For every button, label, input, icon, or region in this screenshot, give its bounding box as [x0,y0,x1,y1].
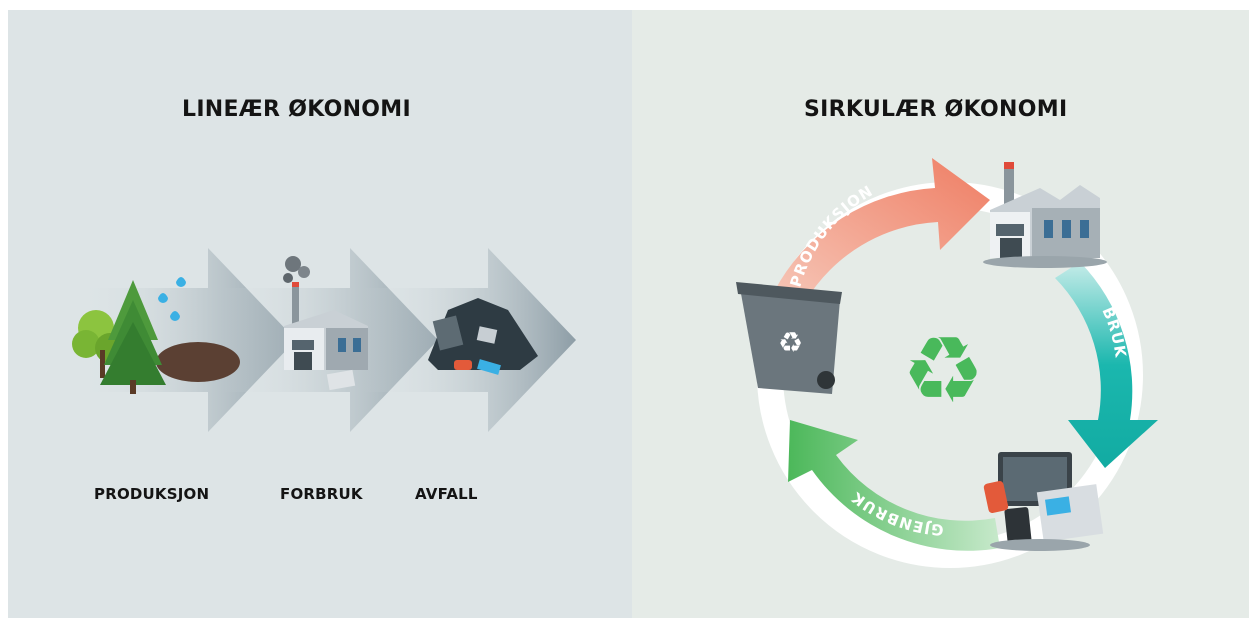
trees-icon [72,277,240,394]
linear-step-forbruk: FORBRUK [280,485,363,503]
recycling-bin-icon: ♻ [736,282,842,394]
devices-icon [983,452,1104,551]
linear-arrows-illustration [72,248,576,432]
circular-economy-title: SIRKULÆR ØKONOMI [804,97,1068,122]
linear-economy-title: LINEÆR ØKONOMI [182,97,411,122]
circular-cycle-illustration: PRODUKSJON BRUK GJENBRUK ♻ ♻ [736,158,1158,568]
factory-icon [983,162,1107,268]
factory-icon [283,256,368,391]
linear-step-produksjon: PRODUKSJON [94,485,210,503]
linear-step-avfall: AVFALL [415,485,478,503]
gjenbruk-arrow [788,420,1000,551]
svg-text:♻: ♻ [778,326,803,359]
produksjon-arrow [775,158,990,302]
circular-economy-panel [632,10,1249,618]
waste-pile-icon [428,298,538,375]
recycle-icon: ♻ [902,317,984,424]
bruk-arrow [1055,262,1158,468]
